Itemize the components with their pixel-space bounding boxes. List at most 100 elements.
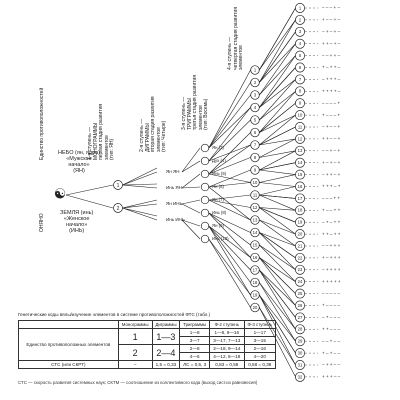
branch-line bbox=[259, 294, 296, 366]
binary-code: + + + + – bbox=[322, 89, 341, 94]
final-number: 9 bbox=[299, 101, 302, 106]
binary-code: – + + + – bbox=[322, 77, 341, 82]
final-node bbox=[295, 110, 305, 121]
branch-line bbox=[259, 307, 296, 378]
digram-label: Ян ИНЬ bbox=[166, 201, 182, 206]
monogram-number: 1 bbox=[117, 183, 120, 189]
final-number: 18 bbox=[298, 208, 303, 213]
branch-line bbox=[181, 203, 201, 214]
branch-line bbox=[259, 232, 296, 271]
final-number: 13 bbox=[298, 148, 303, 153]
trigram-node bbox=[200, 221, 210, 231]
binary-code: – – + – + bbox=[322, 148, 340, 153]
final-number: 6 bbox=[299, 65, 302, 70]
branch-line bbox=[208, 182, 251, 188]
table-cell: 1—8 bbox=[179, 328, 211, 337]
tetragram-node bbox=[250, 90, 260, 100]
final-number: 30 bbox=[298, 351, 303, 356]
final-node bbox=[295, 276, 305, 287]
binary-code: + + – + – bbox=[322, 41, 341, 46]
table-cell: 1—17 bbox=[243, 328, 277, 337]
branch-line bbox=[65, 194, 114, 209]
final-number: 19 bbox=[298, 220, 303, 225]
final-node bbox=[295, 371, 305, 382]
stage-label-3: 3-я ступень — ТРИГРАММЫ третья стадия ра… bbox=[181, 74, 209, 130]
branch-line bbox=[259, 194, 296, 199]
tetragram-node bbox=[250, 165, 260, 175]
branch-line bbox=[181, 219, 201, 240]
table-header-row: Монограммы Диграммы Триграммы Ф-2 ступен… bbox=[18, 320, 277, 329]
branch-line bbox=[181, 186, 201, 189]
table-cell: 2—16 bbox=[243, 344, 277, 353]
footnote: СТС — скорость развития системных наук; … bbox=[18, 380, 258, 385]
branch-line bbox=[259, 19, 296, 71]
branch-line bbox=[122, 207, 158, 217]
tetragram-node bbox=[250, 65, 260, 75]
tetragram-node bbox=[250, 140, 260, 150]
final-node bbox=[295, 14, 305, 25]
tetragram-number: 10 bbox=[253, 180, 258, 185]
branch-line bbox=[259, 269, 296, 318]
final-node bbox=[295, 205, 305, 216]
binary-code: – + – + + bbox=[322, 219, 341, 224]
branch-line bbox=[259, 91, 296, 133]
branch-line bbox=[259, 232, 296, 247]
trigram-label: Ян (7) bbox=[212, 197, 224, 202]
final-node bbox=[295, 252, 305, 263]
binary-code: – + + – – bbox=[322, 362, 341, 367]
table-cell: 3—17, 7—13 bbox=[209, 336, 245, 345]
final-number: 8 bbox=[299, 89, 302, 94]
branch-line bbox=[259, 232, 296, 259]
final-node bbox=[295, 74, 305, 85]
final-node bbox=[295, 229, 305, 240]
branch-line bbox=[259, 269, 296, 330]
tetragram-number: 16 bbox=[253, 255, 258, 260]
final-node bbox=[295, 193, 305, 204]
trigram-label: Ян (3) bbox=[212, 145, 224, 150]
tetragram-number: 19 bbox=[253, 292, 258, 297]
branch-line bbox=[259, 207, 296, 235]
final-node bbox=[295, 98, 305, 109]
tetragram-node bbox=[250, 290, 260, 300]
tetragram-node bbox=[250, 127, 260, 138]
table-cell: 0,83 = 0,58 bbox=[209, 360, 245, 369]
final-number: 28 bbox=[298, 327, 303, 332]
branch-line bbox=[122, 207, 158, 221]
tetragram-node bbox=[250, 227, 260, 238]
branch-line bbox=[259, 79, 296, 108]
final-number: 31 bbox=[298, 362, 303, 367]
trigram-label: Ян (6) bbox=[212, 184, 224, 189]
tetragram-number: 2 bbox=[254, 80, 257, 85]
table-cell: 4—20 bbox=[243, 352, 277, 361]
tetragram-number: 20 bbox=[253, 305, 258, 310]
binary-code: – – – + + bbox=[322, 196, 340, 201]
tetragram-number: 3 bbox=[254, 92, 257, 97]
code-lines bbox=[305, 7, 318, 378]
table-cell: 3—15 bbox=[243, 336, 277, 345]
branch-line bbox=[122, 203, 158, 209]
branch-line bbox=[259, 67, 296, 108]
nodes-layer bbox=[113, 3, 305, 382]
final-number: 26 bbox=[298, 303, 303, 308]
branch-line bbox=[208, 144, 251, 175]
branch-line bbox=[259, 194, 296, 211]
final-number: 5 bbox=[299, 53, 302, 58]
tetragram-number: 15 bbox=[253, 242, 258, 247]
branch-line bbox=[208, 212, 251, 233]
binary-code: + – – + – bbox=[322, 17, 341, 22]
branch-line bbox=[208, 225, 251, 283]
branch-line bbox=[122, 199, 158, 209]
tetragram-number: 11 bbox=[253, 192, 258, 197]
branch-line bbox=[208, 107, 251, 149]
final-number: 32 bbox=[298, 374, 303, 379]
branch-line bbox=[259, 244, 296, 282]
binary-code: + + – – + bbox=[322, 136, 341, 141]
table-cell: 2—4 bbox=[151, 344, 181, 361]
monogram-node bbox=[113, 180, 123, 190]
branch-line bbox=[208, 225, 251, 271]
summary-table: Монограммы Диграммы Триграммы Ф-2 ступен… bbox=[18, 320, 277, 369]
branch-line bbox=[208, 225, 251, 258]
branch-line bbox=[259, 269, 296, 306]
final-node bbox=[295, 169, 305, 180]
